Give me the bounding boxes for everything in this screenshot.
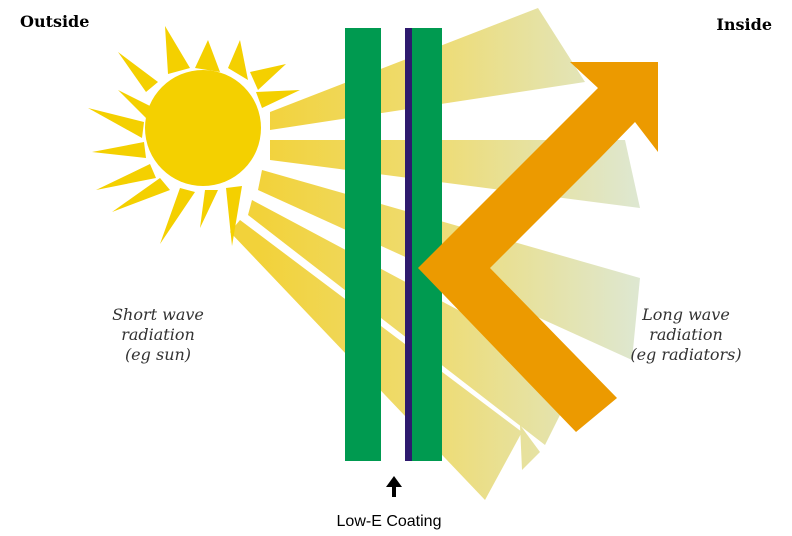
- low-e-coating-label: Low-E Coating: [337, 513, 442, 530]
- sun-ray: [250, 64, 286, 90]
- long-wave-label-line3: (eg radiators): [630, 345, 741, 364]
- sun-ray: [112, 178, 170, 212]
- bent-arrow-icon: [418, 62, 658, 432]
- sun-ray: [165, 26, 190, 74]
- short-wave-label-line1: Short wave: [112, 305, 204, 324]
- sun-ray: [160, 188, 195, 244]
- sun-ray: [195, 40, 220, 72]
- sun-ray: [226, 186, 242, 246]
- low-e-coating-layer: [405, 28, 412, 461]
- sun-ray: [92, 142, 146, 158]
- sun-ray: [88, 108, 144, 138]
- inner-glass-pane: [412, 28, 442, 461]
- outside-label: Outside: [20, 12, 89, 31]
- sun-ray: [118, 90, 150, 118]
- sun-ray: [228, 40, 248, 80]
- sun-ray: [118, 52, 158, 92]
- long-wave-label-line2: radiation: [649, 325, 723, 344]
- inside-label: Inside: [716, 15, 772, 34]
- sun-ray: [200, 190, 218, 228]
- short-wave-label-line3: (eg sun): [125, 345, 191, 364]
- up-arrow-icon: [386, 476, 402, 497]
- sun-ray: [256, 90, 300, 108]
- sun-disc: [145, 70, 261, 186]
- ray-tail: [520, 425, 540, 470]
- sun-ray: [96, 164, 156, 190]
- sun-icon: [88, 26, 300, 246]
- long-wave-label-line1: Long wave: [641, 305, 730, 324]
- short-wave-label-line2: radiation: [121, 325, 195, 344]
- outer-glass-pane: [345, 28, 381, 461]
